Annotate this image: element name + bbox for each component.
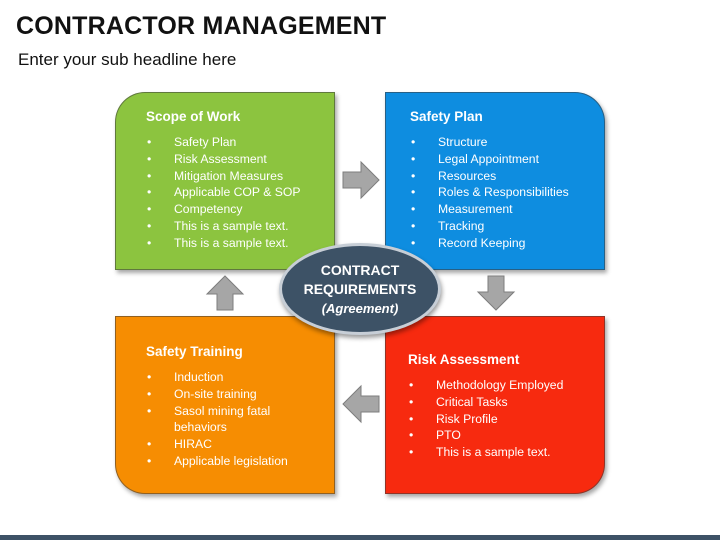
bullet-item: Critical Tasks (408, 394, 592, 411)
quadrant-title: Safety Plan (410, 109, 483, 124)
arrow-up-icon (205, 275, 245, 311)
bullet-item: Structure (410, 134, 592, 151)
bullet-item: Applicable COP & SOP (146, 184, 322, 201)
arrow-down-icon (476, 275, 516, 311)
bullet-item: Record Keeping (410, 235, 592, 252)
quadrant-title: Risk Assessment (408, 352, 520, 367)
bullet-item: PTO (408, 427, 592, 444)
footer-bar (0, 535, 720, 540)
center-line: CONTRACT (320, 261, 400, 278)
page-subtitle: Enter your sub headline here (18, 50, 237, 69)
bullet-item: Resources (410, 168, 592, 185)
arrow-left-icon (342, 384, 380, 424)
quadrant-title: Safety Training (146, 344, 243, 359)
center-contract-requirements: CONTRACT REQUIREMENTS (Agreement) (279, 243, 441, 335)
bullet-list: Methodology Employed Critical Tasks Risk… (408, 377, 592, 461)
bullet-list: Structure Legal Appointment Resources Ro… (410, 134, 592, 252)
bullet-list: Safety Plan Risk Assessment Mitigation M… (146, 134, 322, 252)
bullet-item: Legal Appointment (410, 151, 592, 168)
bullet-item: Safety Plan (146, 134, 322, 151)
bullet-item: Applicable legislation (146, 453, 322, 470)
center-subtitle: (Agreement) (321, 300, 399, 316)
bullet-item: This is a sample text. (146, 235, 322, 252)
bullet-item: Risk Assessment (146, 151, 322, 168)
bullet-item: On-site training (146, 386, 322, 403)
bullet-list: Induction On-site training Sasol mining … (146, 369, 322, 470)
bullet-item: Measurement (410, 201, 592, 218)
bullet-item: Roles & Responsibilities (410, 184, 592, 201)
bullet-item: Competency (146, 201, 322, 218)
bullet-item: Tracking (410, 218, 592, 235)
bullet-item: Mitigation Measures (146, 168, 322, 185)
center-line: REQUIREMENTS (303, 280, 417, 297)
quadrant-risk-assessment: Risk Assessment Methodology Employed Cri… (385, 316, 605, 494)
bullet-item: This is a sample text. (146, 218, 322, 235)
bullet-item: Methodology Employed (408, 377, 592, 394)
quadrant-safety-training: Safety Training Induction On-site traini… (115, 316, 335, 494)
quadrant-scope-of-work: Scope of Work Safety Plan Risk Assessmen… (115, 92, 335, 270)
quadrant-safety-plan: Safety Plan Structure Legal Appointment … (385, 92, 605, 270)
bullet-item: Risk Profile (408, 411, 592, 428)
bullet-item: HIRAC (146, 436, 322, 453)
bullet-item: This is a sample text. (408, 444, 592, 461)
bullet-item: Sasol mining fatal behaviors (146, 403, 294, 437)
arrow-right-icon (342, 160, 380, 200)
bullet-item: Induction (146, 369, 322, 386)
page-title: CONTRACTOR MANAGEMENT (16, 12, 387, 40)
quadrant-title: Scope of Work (146, 109, 241, 124)
